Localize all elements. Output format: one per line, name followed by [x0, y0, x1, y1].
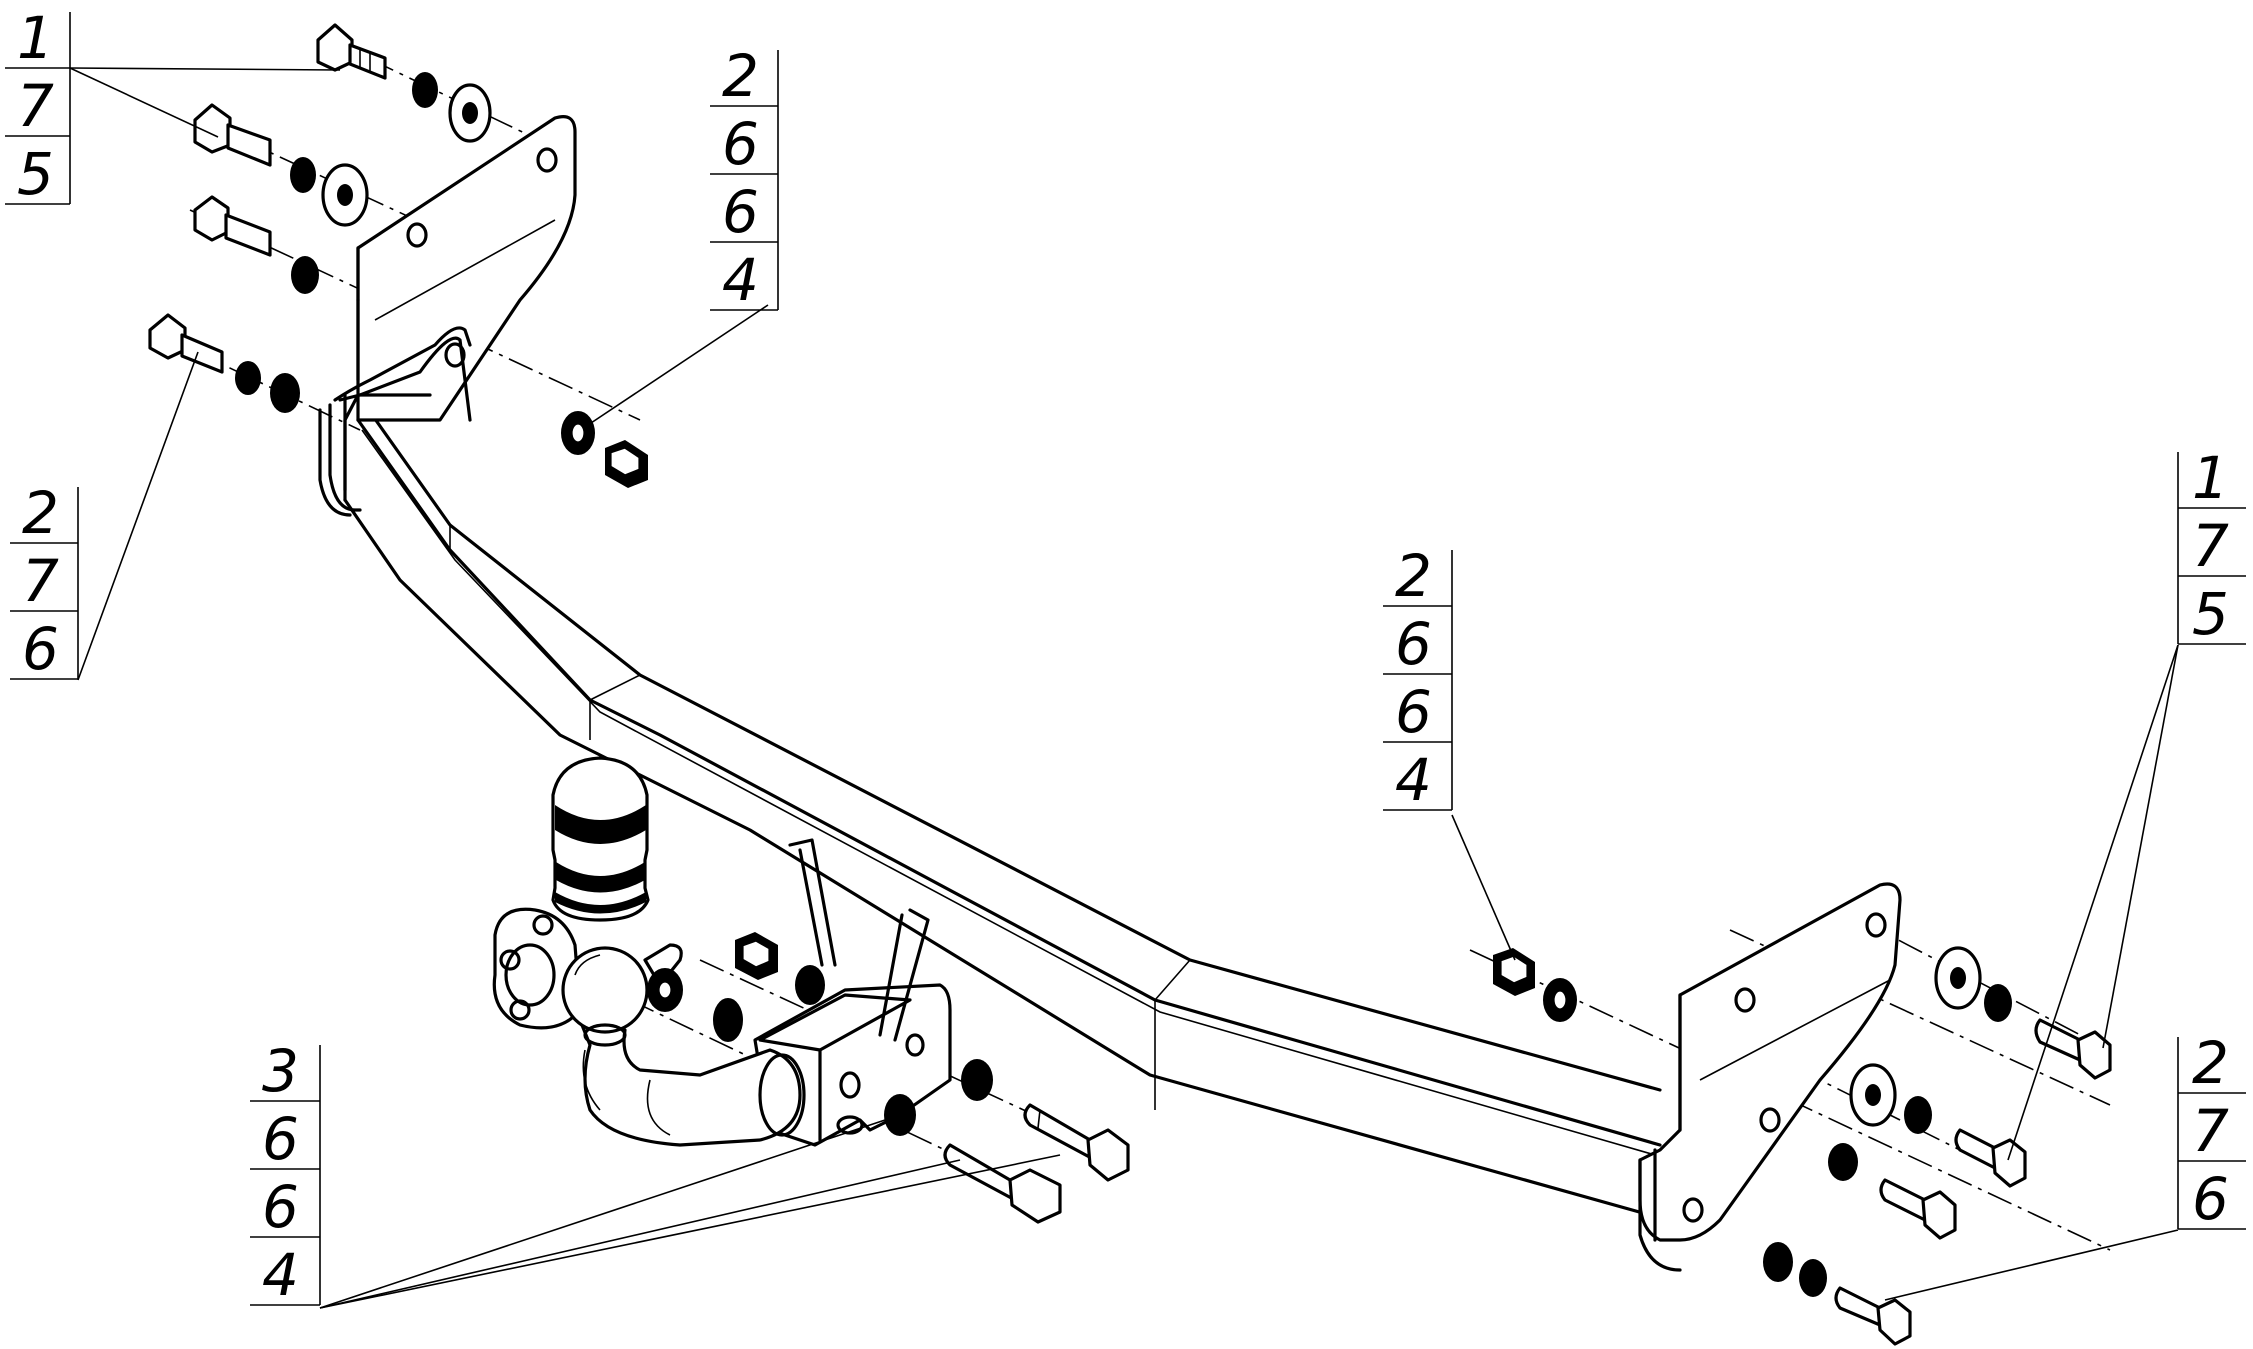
left-mounting-bracket: [318, 115, 577, 517]
callout-number: 4: [262, 1241, 299, 1309]
long-bolt-upper: [1023, 1103, 1130, 1182]
callout-number: 6: [262, 1105, 299, 1173]
callout-number: 7: [17, 72, 54, 140]
callout-number: 6: [2192, 1165, 2229, 1233]
callout-right: 175: [2177, 444, 2246, 648]
fasteners-right: [1493, 946, 2112, 1346]
bolt-2: [193, 103, 272, 167]
callout-number: 7: [2192, 512, 2229, 580]
callout-number: 3: [262, 1037, 299, 1105]
main-cross-beam: [343, 393, 1662, 1217]
callout-number: 6: [722, 178, 759, 246]
leader-lines: [69, 67, 2179, 1309]
callout-number: 2: [722, 42, 759, 110]
callout-mid-left: 276: [10, 479, 79, 683]
long-bolt-lower: [943, 1143, 1062, 1224]
callout-number: 4: [722, 246, 759, 314]
callout-number: 5: [17, 140, 54, 208]
tow-ball-hitch: [492, 907, 806, 1147]
bolt-right-bottom: [1834, 1286, 1912, 1346]
callout-number: 6: [722, 110, 759, 178]
ball-cover-cap: [551, 756, 650, 922]
callout-bottom-right: 276: [2177, 1029, 2246, 1233]
bolt-right-lower: [1879, 1178, 1957, 1240]
callout-number: 2: [1395, 542, 1432, 610]
bolt-1: [316, 23, 387, 80]
callout-number: 6: [262, 1173, 299, 1241]
callout-top-left: 175: [5, 4, 71, 208]
bolt-right-upper: [2034, 1018, 2112, 1080]
callout-number: 6: [22, 615, 59, 683]
callout-number: 1: [2192, 444, 2229, 512]
bolt-right-middle: [1954, 1128, 2027, 1188]
bolt-3: [193, 195, 272, 257]
callout-number: 7: [2192, 1097, 2229, 1165]
right-mounting-bracket: [1638, 882, 1902, 1272]
fasteners-top-left: [148, 23, 648, 488]
callout-number: 6: [1395, 610, 1432, 678]
callout-number: 5: [2192, 580, 2229, 648]
callout-number: 4: [1395, 746, 1432, 814]
callout-number: 7: [22, 547, 59, 615]
callout-number: 2: [2192, 1029, 2229, 1097]
bolt-4: [148, 313, 224, 374]
callout-number: 6: [1395, 678, 1432, 746]
fasteners-ball-mount: [647, 932, 1130, 1224]
callout-number: 1: [17, 4, 54, 72]
callout-number: 2: [22, 479, 59, 547]
